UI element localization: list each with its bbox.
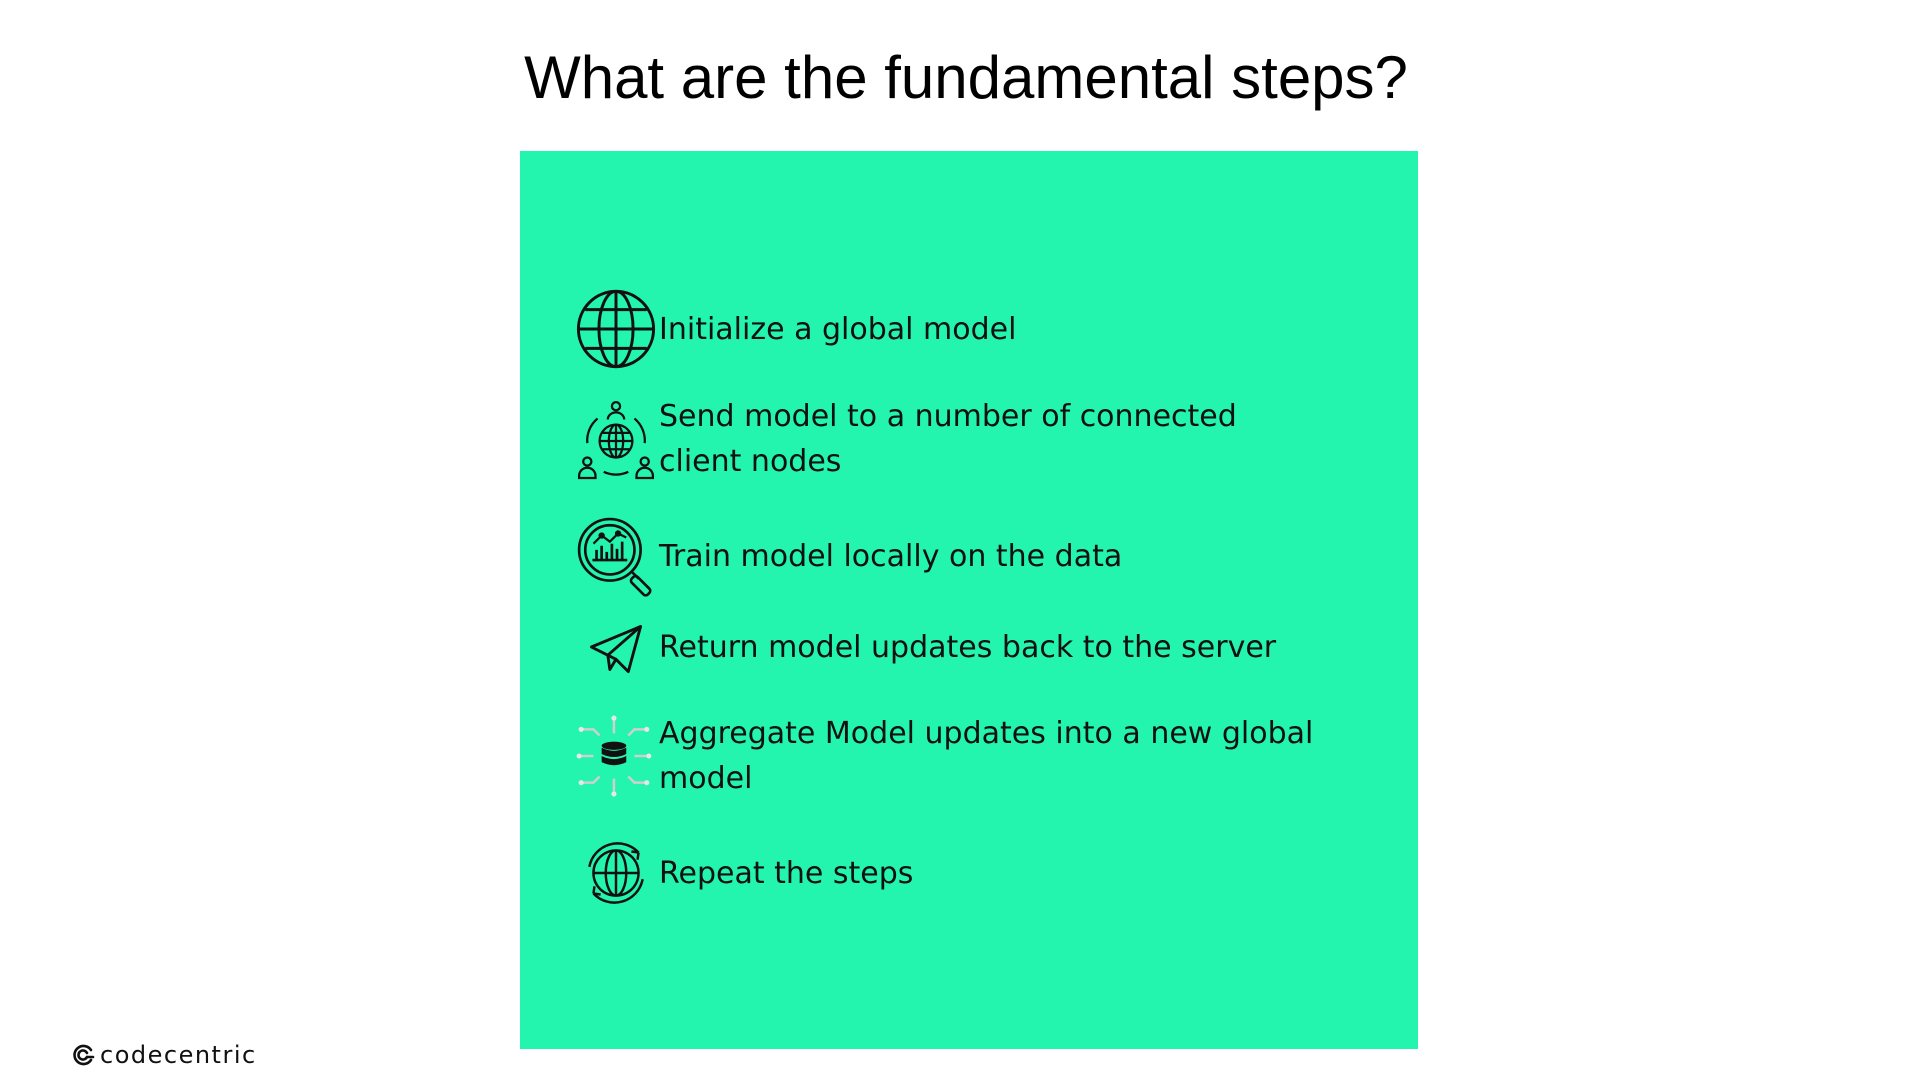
globe-network-users-icon bbox=[575, 398, 657, 480]
step-text: Initialize a global model bbox=[659, 311, 1017, 347]
magnifier-chart-icon bbox=[575, 515, 657, 597]
step-item-return-updates: Return model updates back to the server bbox=[575, 606, 1375, 688]
codecentric-logo-icon bbox=[70, 1042, 96, 1068]
slide-title: What are the fundamental steps? bbox=[524, 44, 1408, 111]
step-text: Aggregate Model updates into a new globa… bbox=[659, 716, 1314, 796]
globe-icon bbox=[575, 288, 657, 370]
paper-plane-icon bbox=[575, 606, 657, 688]
globe-refresh-icon bbox=[575, 832, 657, 914]
step-text: Train model locally on the data bbox=[659, 538, 1123, 574]
step-item-repeat: Repeat the steps bbox=[575, 832, 1375, 914]
step-text: Return model updates back to the server bbox=[659, 629, 1277, 665]
step-item-initialize: Initialize a global model bbox=[575, 288, 1375, 370]
database-network-icon bbox=[575, 715, 657, 797]
steps-list: Initialize a global model bbox=[520, 151, 1418, 1049]
step-text: Repeat the steps bbox=[659, 855, 914, 891]
step-text: Send model to a number of connected clie… bbox=[659, 399, 1237, 479]
logo-text: codecentric bbox=[100, 1041, 257, 1069]
step-item-train-model: Train model locally on the data bbox=[575, 515, 1375, 597]
step-item-aggregate: Aggregate Model updates into a new globa… bbox=[575, 711, 1375, 801]
steps-panel: Initialize a global model bbox=[520, 151, 1418, 1049]
step-item-send-model: Send model to a number of connected clie… bbox=[575, 394, 1375, 484]
codecentric-logo: codecentric bbox=[70, 1040, 257, 1070]
